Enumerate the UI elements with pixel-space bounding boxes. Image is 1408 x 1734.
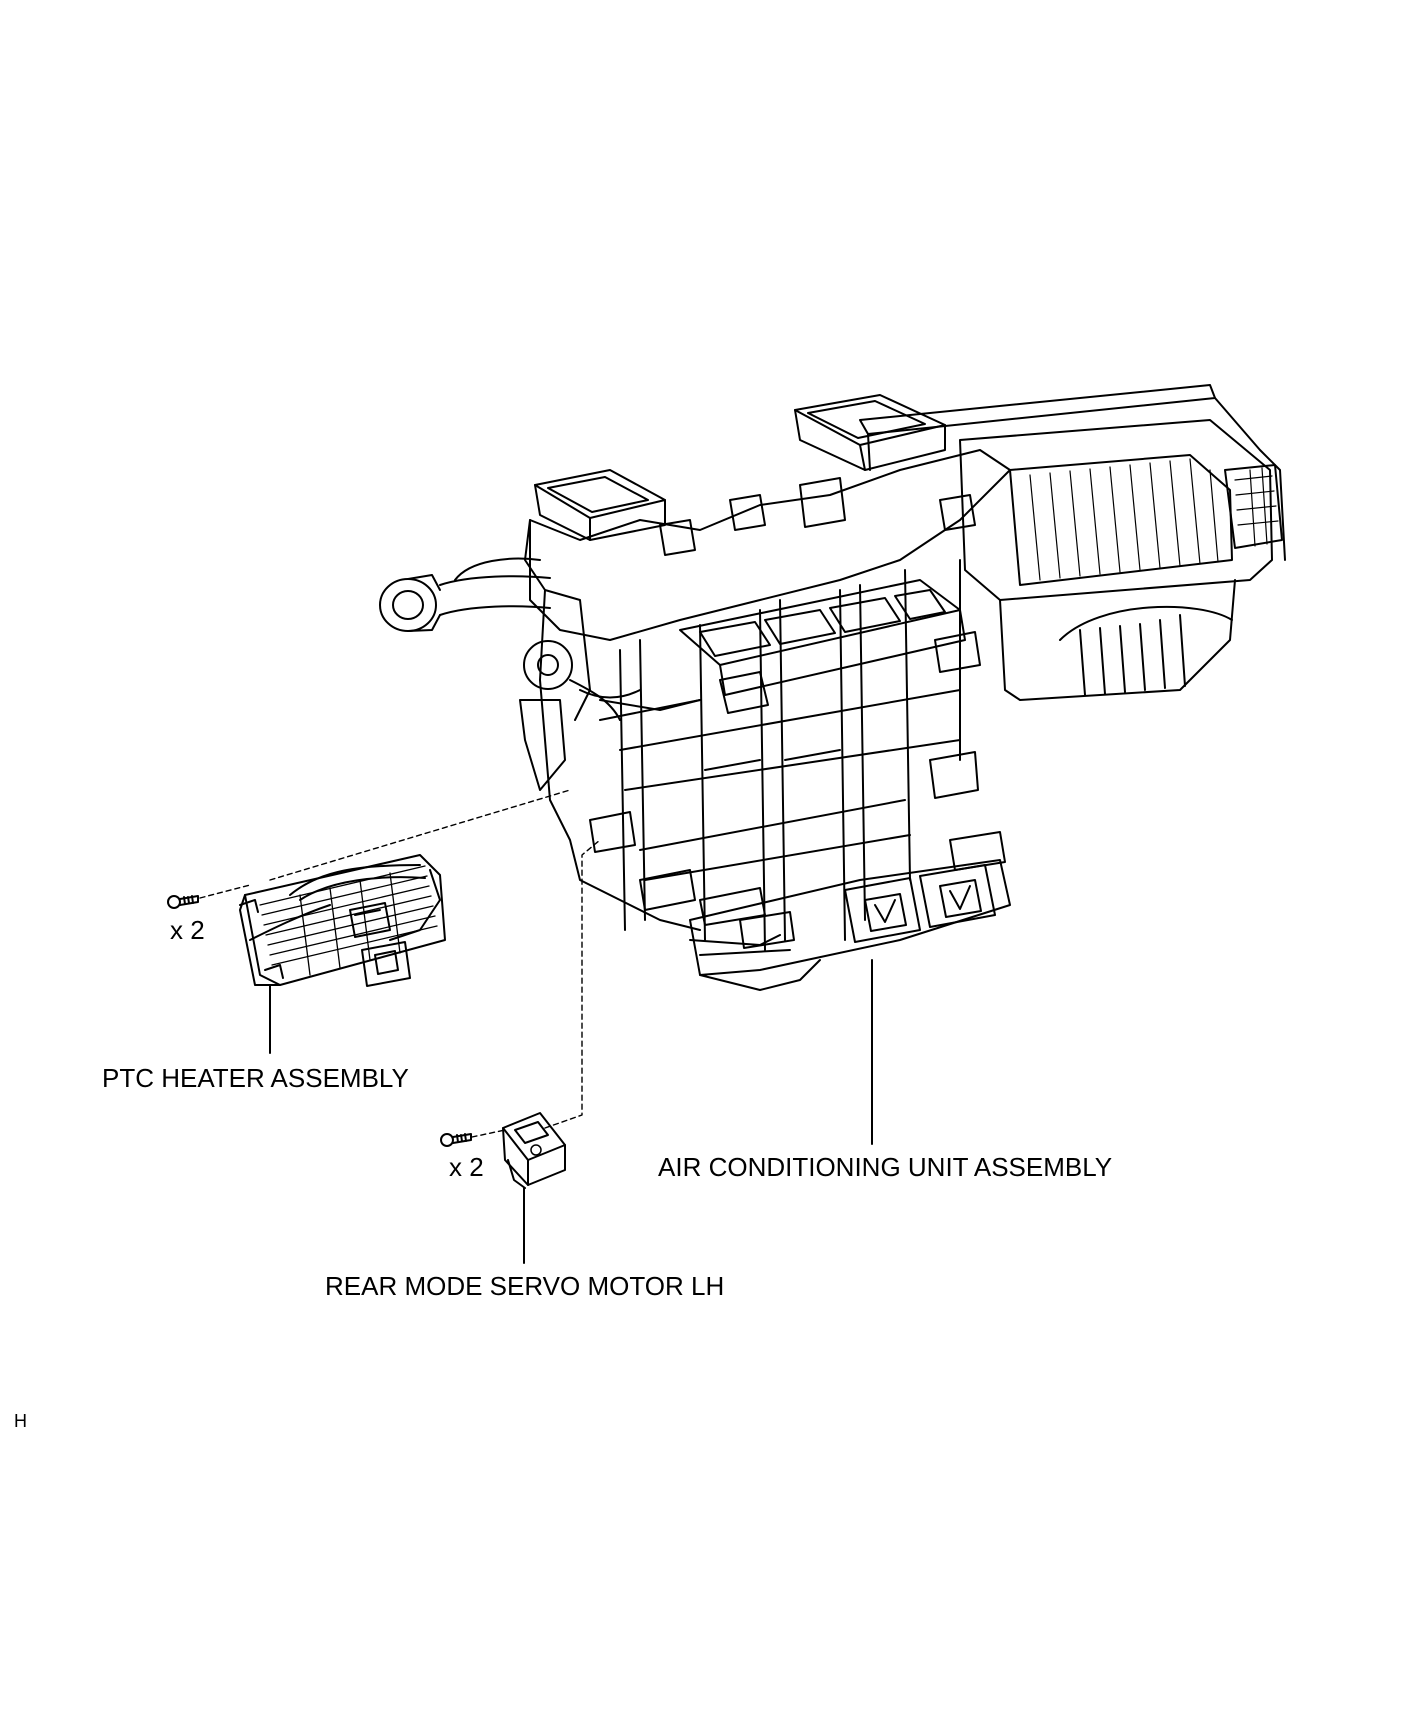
servo-screw-quantity: x 2 bbox=[449, 1152, 484, 1182]
rear-mode-servo-motor-lh-label: REAR MODE SERVO MOTOR LH bbox=[325, 1271, 725, 1301]
ptc-heater-assembly-label: PTC HEATER ASSEMBLY bbox=[102, 1063, 409, 1093]
leader-lines bbox=[269, 959, 873, 1264]
assembly-guide-lines bbox=[199, 789, 601, 1138]
screw-icon bbox=[167, 895, 199, 909]
ptc-heater-drawing bbox=[239, 854, 446, 987]
screw-icon bbox=[440, 1133, 472, 1147]
ptc-screw-quantity: x 2 bbox=[170, 915, 205, 945]
air-conditioning-unit-drawing bbox=[379, 384, 1286, 991]
illustration-code: H bbox=[14, 1411, 27, 1431]
air-conditioning-unit-assembly-label: AIR CONDITIONING UNIT ASSEMBLY bbox=[658, 1152, 1113, 1182]
servo-motor-drawing bbox=[502, 1112, 566, 1189]
